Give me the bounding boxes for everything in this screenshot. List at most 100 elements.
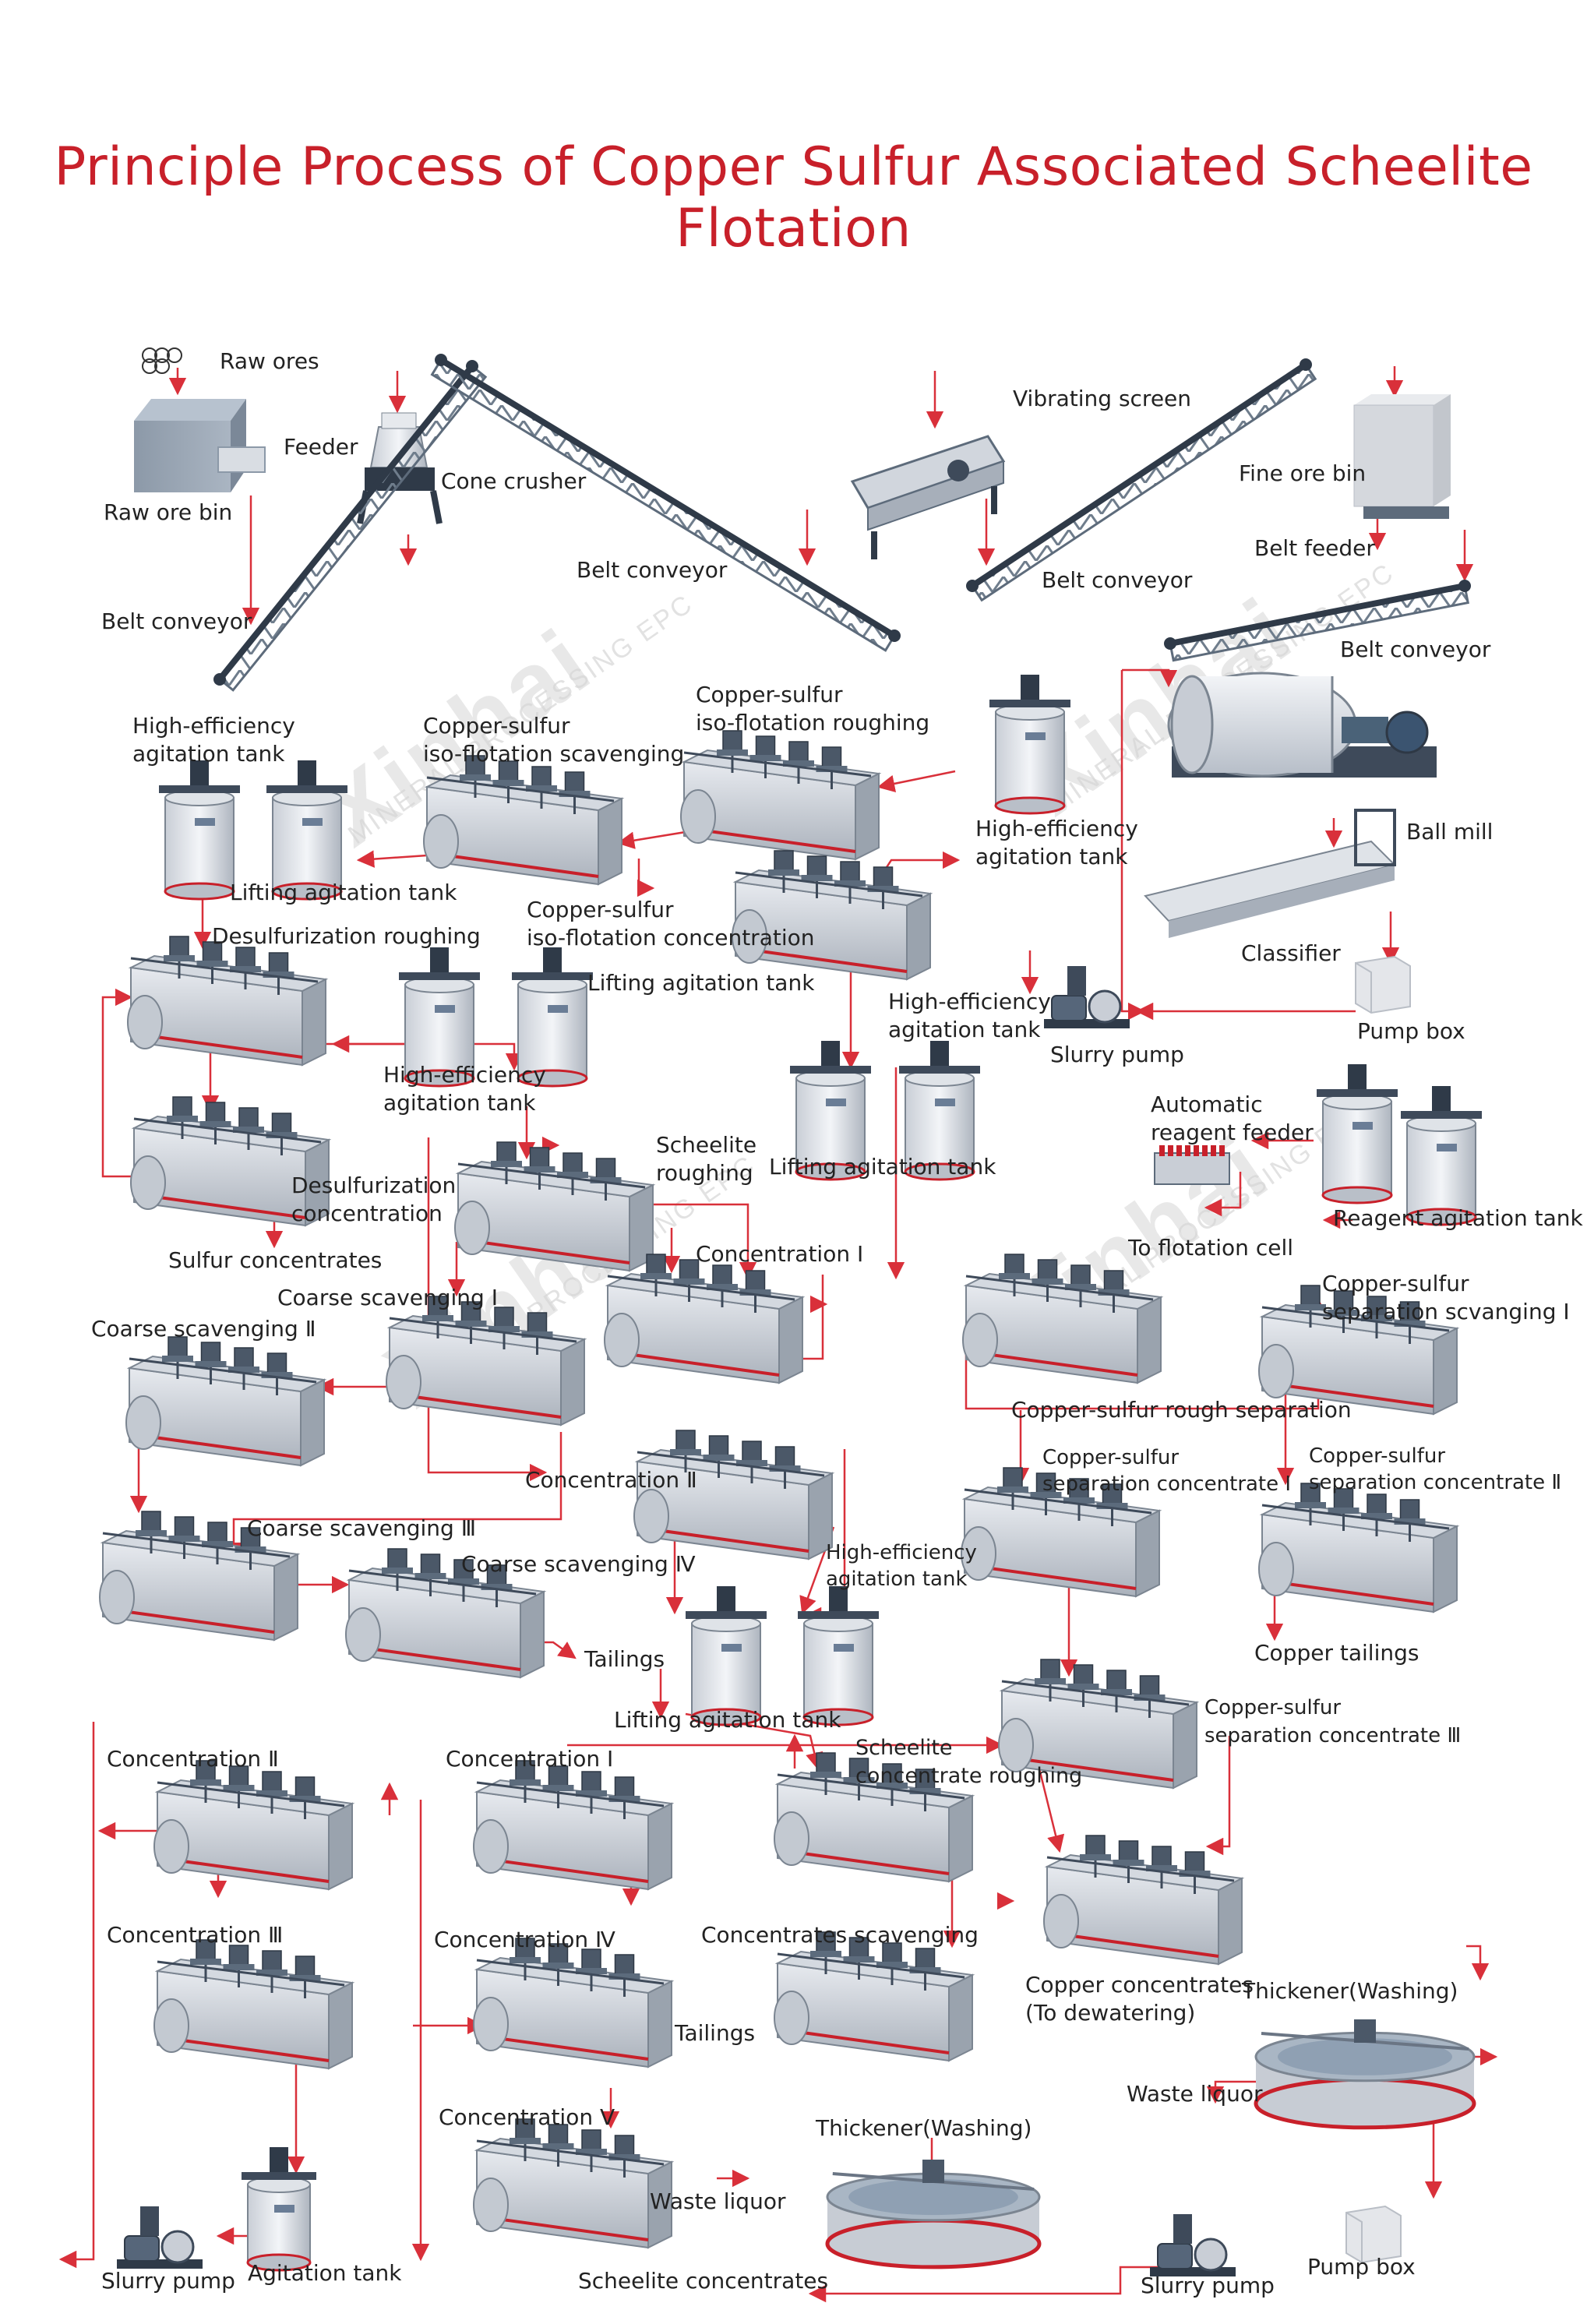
label-scheelite-concentrate-roughing: Scheelite concentrate roughing [855, 1736, 1083, 1788]
label-concentration-1: Concentration Ⅰ [446, 1746, 614, 1772]
label-hi-eff-agitation-tank: High-efficiency agitation tank [975, 816, 1138, 869]
label-concentration-1: Concentration Ⅰ [696, 1241, 864, 1267]
label-hi-eff-agitation-tank: High-efficiency agitation tank [132, 713, 295, 767]
agitation-tank [798, 1586, 879, 1726]
agitation-tank [790, 1041, 871, 1181]
label-waste-liquor: Waste liquor [1127, 2081, 1263, 2107]
pump-box [1355, 955, 1411, 1014]
agitation-tank [266, 760, 347, 901]
label-raw-ores: Raw ores [220, 348, 319, 374]
raw-ore-bin [134, 399, 266, 492]
belt-conveyor [966, 358, 1317, 602]
label-fine-ore-bin: Fine ore bin [1239, 460, 1367, 486]
label-hi-eff-agitation-tank: High-efficiency agitation tank [826, 1541, 977, 1591]
label-concentration-2: Concentration Ⅱ [107, 1746, 279, 1772]
agitation-tank [686, 1586, 767, 1726]
label-cs-separation-concentrate-1: Copper-sulfur separation concentrate Ⅰ [1042, 1446, 1292, 1496]
label-copper-tailings: Copper tailings [1254, 1640, 1419, 1666]
flow-arrow [637, 859, 655, 898]
label-scheelite-concentrates: Scheelite concentrates [578, 2268, 829, 2294]
label-concentration-5: Concentration Ⅴ [439, 2104, 615, 2130]
label-belt-conveyor: Belt conveyor [1042, 567, 1193, 593]
label-belt-conveyor: Belt conveyor [101, 608, 252, 634]
label-cs-separation-concentrate-3: Copper-sulfur separation concentrate Ⅲ [1204, 1696, 1462, 1747]
label-lifting-agitation-tank: Lifting agitation tank [614, 1707, 841, 1733]
flotation-cell-bank [1043, 1835, 1245, 1966]
label-thickener-washing: Thickener(Washing) [816, 2115, 1032, 2141]
flow-arrow [1205, 1736, 1231, 1856]
belt-conveyor [430, 354, 901, 652]
label-waste-liquor: Waste liquor [650, 2188, 786, 2214]
agitation-tank [399, 947, 480, 1088]
flotation-cell-bank [1258, 1483, 1460, 1613]
flow-arrow [616, 829, 696, 849]
label-cs-iso-roughing: Copper-sulfur iso-flotation roughing [696, 682, 930, 735]
label-belt-conveyor: Belt conveyor [577, 557, 728, 583]
raw-ores-icon [142, 347, 182, 374]
label-cone-crusher: Cone crusher [441, 468, 587, 494]
flotation-cell-bank [633, 1430, 835, 1561]
label-copper-concentrates: Copper concentrates (To dewatering) [1025, 1972, 1254, 2026]
flow-arrow [1466, 1945, 1490, 1981]
flotation-cell-bank [473, 1760, 675, 1891]
label-hi-eff-agitation-tank: High-efficiency agitation tank [888, 989, 1051, 1042]
label-cs-separation-scavenging-1: Copper-sulfur separation scvanging Ⅰ [1322, 1271, 1570, 1324]
label-belt-feeder: Belt feeder [1254, 535, 1375, 561]
label-slurry-pump: Slurry pump [101, 2268, 235, 2294]
label-cs-iso-concentration: Copper-sulfur iso-flotation concentratio… [527, 897, 815, 950]
agitation-tank [989, 675, 1070, 815]
flow-arrow [1122, 668, 1178, 688]
flotation-cell-bank [153, 1760, 355, 1891]
flow-arrow [101, 988, 134, 1178]
label-vibrating-screen: Vibrating screen [1013, 386, 1192, 411]
ball-mill [1167, 672, 1437, 778]
label-concentration-4: Concentration Ⅳ [434, 1927, 615, 1952]
flotation-cell-bank [998, 1659, 1200, 1790]
label-concentrates-scavenging: Concentrates scavenging [701, 1922, 979, 1948]
flotation-cell-bank [99, 1511, 301, 1642]
automatic-reagent-feeder [1154, 1145, 1230, 1185]
label-pump-box: Pump box [1307, 2254, 1416, 2280]
label-cs-rough-separation: Copper-sulfur rough separation [1011, 1397, 1352, 1423]
label-tailings: Tailings [675, 2020, 756, 2046]
label-coarse-scavenging-3: Coarse scavenging Ⅲ [247, 1515, 477, 1541]
flotation-cell-bank [345, 1548, 547, 1679]
thickener [825, 2160, 1042, 2269]
label-pump-box: Pump box [1357, 1018, 1465, 1044]
flotation-cell-bank [961, 1467, 1162, 1598]
agitation-tank [1401, 1086, 1482, 1226]
label-lifting-agitation-tank: Lifting agitation tank [769, 1154, 996, 1180]
flotation-cell-bank [125, 1336, 327, 1467]
flotation-cell-bank [732, 850, 933, 981]
label-cs-iso-scavenging: Copper-sulfur iso-flotation scavenging [423, 713, 685, 767]
label-lifting-agitation-tank: Lifting agitation tank [230, 880, 457, 905]
flow-arrow [58, 1722, 95, 2269]
flotation-cell-bank [454, 1141, 656, 1272]
pump-box [1345, 2205, 1402, 2264]
flow-arrow [224, 1432, 563, 1561]
flow-arrow [1206, 2080, 1262, 2104]
label-desulfurization-roughing: Desulfurization roughing [212, 923, 481, 949]
label-raw-ore-bin: Raw ore bin [104, 499, 233, 525]
flotation-cell-bank [1258, 1285, 1460, 1416]
flotation-cell-bank [473, 1938, 675, 2068]
flotation-cell-bank [473, 2118, 675, 2249]
flotation-cell-bank [127, 936, 329, 1067]
flow-arrow [301, 1042, 524, 1071]
vibrating-screen [850, 435, 1006, 559]
label-classifier: Classifier [1241, 940, 1341, 966]
label-hi-eff-agitation-tank: High-efficiency agitation tank [383, 1062, 546, 1116]
agitation-tank [899, 1041, 980, 1181]
flotation-cell-bank [153, 1939, 355, 2070]
flow-arrow [876, 770, 956, 792]
label-concentration-3: Concentration Ⅲ [107, 1922, 284, 1948]
label-belt-conveyor: Belt conveyor [1340, 637, 1491, 662]
page-title: Principle Process of Copper Sulfur Assoc… [54, 136, 1533, 259]
label-thickener-washing: Thickener(Washing) [1242, 1978, 1458, 2004]
fine-ore-bin [1353, 394, 1451, 519]
flow-arrow [1204, 1172, 1242, 1217]
slurry-pump [117, 2206, 203, 2269]
label-to-flotation-cell: To flotation cell [1128, 1235, 1293, 1261]
